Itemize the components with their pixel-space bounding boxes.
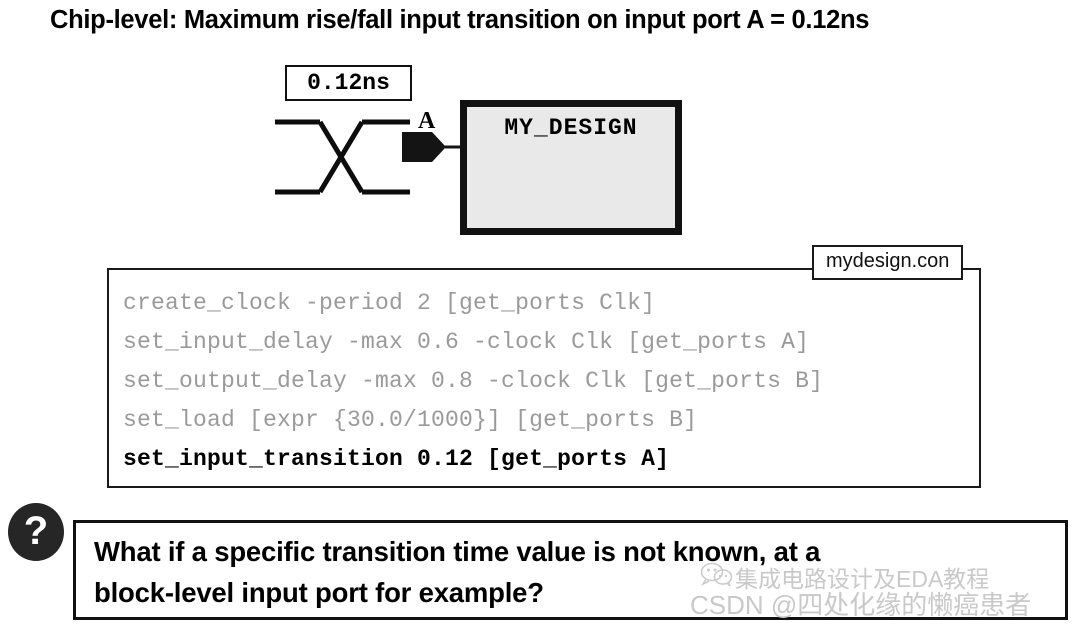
- code-line: set_load [expr {30.0/1000}] [get_ports B…: [123, 407, 698, 433]
- question-mark-glyph: ?: [23, 508, 49, 553]
- wechat-logo-icon: [700, 562, 734, 591]
- question-line-2: block-level input port for example?: [94, 577, 544, 608]
- question-line-1: What if a specific transition time value…: [94, 536, 821, 567]
- code-line: create_clock -period 2 [get_ports Clk]: [123, 290, 656, 316]
- input-port-arrow-icon: [400, 128, 468, 171]
- code-line: set_input_delay -max 0.6 -clock Clk [get…: [123, 329, 810, 355]
- my-design-block-label: MY_DESIGN: [504, 115, 638, 141]
- question-callout-box: What if a specific transition time value…: [73, 520, 1068, 620]
- question-mark-icon: ?: [8, 503, 64, 561]
- code-line-highlighted: set_input_transition 0.12 [get_ports A]: [123, 446, 670, 472]
- page-title: Chip-level: Maximum rise/fall input tran…: [50, 6, 870, 34]
- transition-value-text: 0.12ns: [307, 70, 390, 96]
- my-design-block: MY_DESIGN: [460, 100, 682, 235]
- port-a-label: A: [418, 108, 436, 134]
- constraints-file-tab: mydesign.con: [812, 245, 964, 280]
- transition-value-box: 0.12ns: [285, 65, 412, 101]
- code-line: set_output_delay -max 0.8 -clock Clk [ge…: [123, 368, 824, 394]
- crossing-waveform-icon: [270, 110, 415, 210]
- constraints-code-block: create_clock -period 2 [get_ports Clk] s…: [107, 268, 981, 488]
